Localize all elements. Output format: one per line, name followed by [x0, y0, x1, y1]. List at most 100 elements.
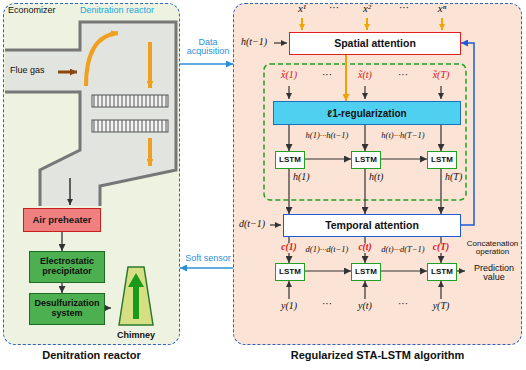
lstm-cell: LSTM	[275, 151, 305, 169]
target-arrow	[440, 281, 441, 299]
state-label: h(t)	[369, 172, 393, 183]
connector-arrow	[61, 283, 62, 293]
flow-arrow	[148, 138, 152, 166]
process-box: Desulfurization system	[29, 293, 105, 325]
part-name: Economizer	[8, 6, 78, 15]
target-arrow	[364, 281, 365, 299]
panel-region: Denitration reactorAir preheaterElectros…	[3, 3, 180, 345]
panel-heading: Regularized STA-LSTM algorithm	[291, 349, 464, 361]
state-label: h(t−1)	[234, 37, 274, 48]
connector-arrow	[345, 55, 347, 101]
ellipsis: ···	[394, 3, 414, 14]
flow-label: Flue gas	[10, 66, 58, 75]
connector-arrow	[105, 307, 111, 308]
node-text: LSTM	[279, 156, 301, 165]
connector-arrow	[61, 232, 62, 251]
connector-arrow	[364, 169, 365, 214]
node-text: Desulfurization system	[30, 299, 104, 319]
state-label: d(1)···d(t−1)	[305, 245, 349, 254]
output-arrow	[456, 270, 465, 271]
node-text: LSTM	[431, 268, 453, 277]
target-label: y(1)	[277, 301, 301, 312]
catalyst-layer	[92, 120, 168, 132]
input-arrow	[441, 18, 443, 30]
target-label: y(t)	[353, 301, 377, 312]
state-label: d(t−1)	[234, 219, 270, 230]
feature-arrow	[364, 86, 365, 99]
duct-wall	[5, 22, 176, 206]
state-arrow	[274, 42, 287, 43]
state-label: h(1)···h(t−1)	[305, 131, 349, 140]
node-text: Air preheater	[32, 215, 91, 225]
target-label: y(T)	[429, 301, 453, 312]
flow-arrow	[58, 71, 77, 74]
process-box: Electrostatic precipitator	[29, 251, 105, 283]
edge-label: Soft sensor	[181, 254, 235, 263]
node-text: Temporal attention	[325, 220, 419, 232]
target-arrow	[288, 281, 289, 299]
feature-label: x̃(T)	[427, 70, 455, 81]
state-label: d(t)···d(T−1)	[381, 245, 425, 254]
flow-arrow	[148, 42, 152, 88]
process-box: Air preheater	[23, 208, 101, 232]
edge-label: c(t)	[353, 243, 377, 253]
node-text: Spatial attention	[334, 38, 416, 50]
node-text: Chimney	[117, 331, 155, 341]
note: Concatenation operation	[463, 240, 522, 257]
input-variable: xⁿ	[432, 3, 452, 15]
connector-arrow	[381, 158, 427, 159]
connector-arrow	[288, 169, 289, 214]
node-text: ℓ1-regularization	[327, 108, 406, 119]
panel-heading: Denitration reactor	[42, 349, 140, 361]
attention-box: Temporal attention	[283, 214, 461, 237]
connector-arrow	[381, 270, 427, 271]
ellipsis: ···	[317, 299, 337, 310]
state-arrow	[270, 224, 281, 225]
regularization-box: ℓ1-regularization	[273, 101, 461, 125]
ellipsis: ···	[393, 299, 413, 310]
edge-label: Data acquisition	[181, 38, 235, 57]
input-variable: x¹	[292, 3, 312, 15]
flow-arrow	[69, 178, 71, 205]
edge-label: c(1)	[277, 243, 301, 253]
panel-ground	[3, 3, 180, 345]
feature-label: x̃(t)	[351, 70, 379, 81]
connector-arrow	[288, 125, 289, 151]
ellipsis: ···	[324, 3, 344, 14]
part-name: Denitration reactor	[80, 6, 178, 15]
ellipsis: ···	[317, 70, 337, 81]
node-text: LSTM	[355, 156, 377, 165]
node-text: LSTM	[355, 268, 377, 277]
chimney-outline	[111, 263, 161, 341]
edge-label: c(T)	[429, 243, 453, 253]
panel-ground	[233, 3, 522, 345]
catalyst-layer	[92, 95, 168, 107]
output-label: Prediction value	[467, 264, 521, 283]
duct-interior	[5, 22, 176, 206]
input-arrow	[301, 18, 303, 30]
node-text: LSTM	[431, 156, 453, 165]
input-variable: x²	[357, 3, 377, 15]
connector-arrow	[305, 158, 351, 159]
state-label: h(T)	[445, 172, 465, 183]
node-text: Electrostatic precipitator	[30, 257, 104, 277]
node-text: LSTM	[279, 268, 301, 277]
connector-arrow	[440, 125, 441, 151]
connector-arrow	[180, 267, 233, 269]
connector-arrow	[440, 169, 441, 214]
lstm-cell: LSTM	[351, 151, 381, 169]
lstm-cell: LSTM	[427, 263, 457, 281]
feature-label: x̃(1)	[275, 70, 303, 81]
input-arrow	[366, 18, 368, 30]
ellipsis: ···	[393, 70, 413, 81]
chimney-shape: Chimney	[111, 263, 161, 341]
connector-arrow	[305, 270, 351, 271]
connector-arrow	[364, 125, 365, 151]
state-label: h(1)	[293, 172, 317, 183]
state-label: h(t)···h(T−1)	[381, 131, 425, 140]
attention-box: Spatial attention	[289, 32, 461, 55]
feature-arrow	[288, 86, 289, 99]
flow-arrow	[86, 33, 118, 86]
connector-arrow	[180, 63, 233, 65]
lstm-cell: LSTM	[351, 263, 381, 281]
